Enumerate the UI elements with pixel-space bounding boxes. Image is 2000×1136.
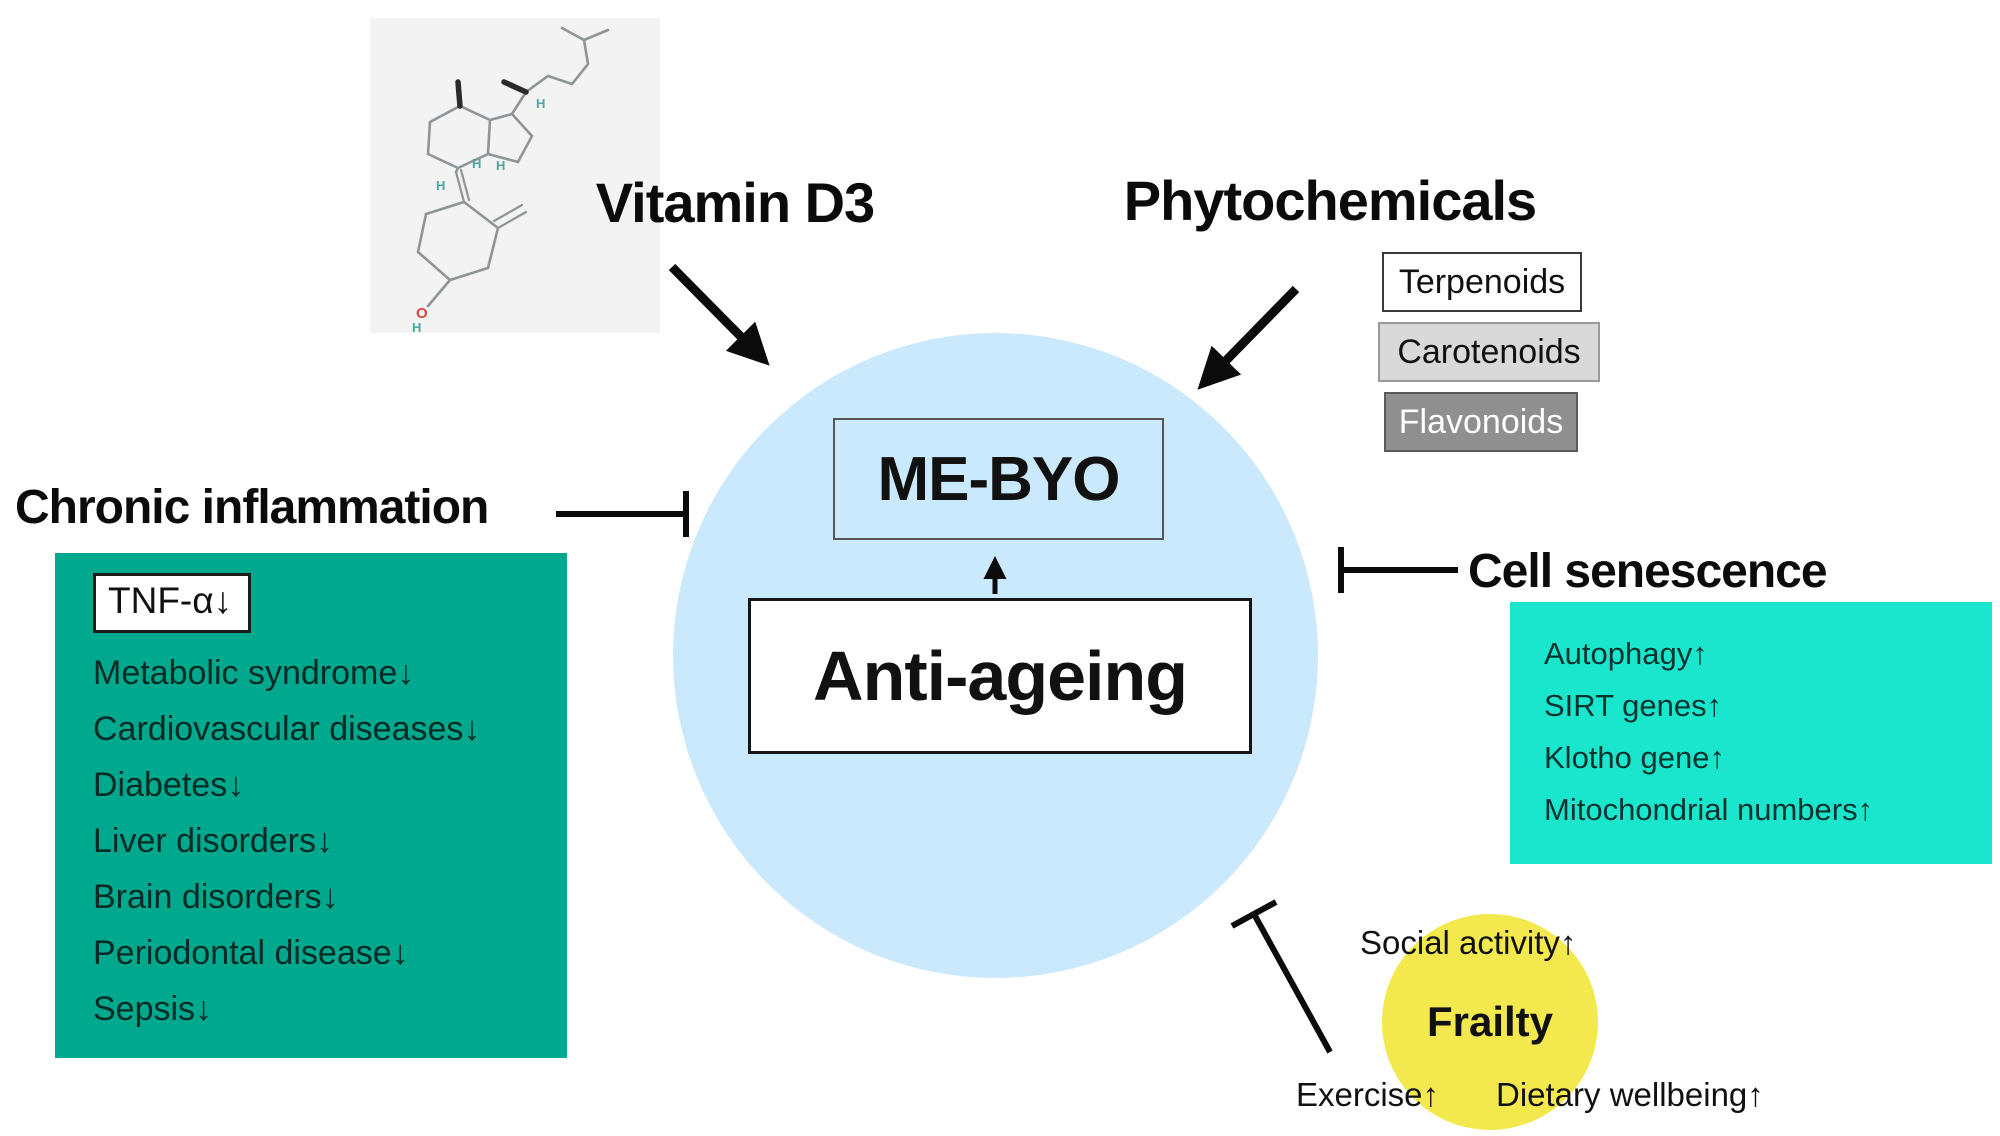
tnf-alpha-box: TNF-α↓ [93, 573, 252, 633]
methyl-wedge-2 [501, 79, 529, 95]
senescence-item: Mitochondrial numbers↑ [1544, 792, 1874, 827]
senescence-item: SIRT genes↑ [1544, 688, 1723, 723]
phytochemicals-title: Phytochemicals [1123, 169, 1537, 232]
ring-d [486, 112, 534, 164]
inflammation-item: Cardiovascular diseases↓ [93, 710, 481, 748]
diene-bond-1 [454, 168, 471, 204]
inflammation-item: Sepsis↓ [93, 990, 213, 1028]
vitamin-d3-structure: O H H H H H [412, 26, 610, 335]
methyl-wedge-1 [455, 79, 463, 109]
frailty-circle: Frailty [1382, 914, 1598, 1130]
phytochemicals-arrow-icon [1197, 285, 1300, 390]
mebyo-box: ME-BYO [833, 418, 1164, 540]
senescence-item: Autophagy↑ [1544, 636, 1708, 671]
inflammation-item: Periodontal disease↓ [93, 934, 409, 972]
vitamin-d3-structure-panel: O H H H H H [370, 18, 660, 335]
vitamin-d3-title: Vitamin D3 [595, 171, 875, 234]
inflammation-item: Brain disorders↓ [93, 878, 339, 916]
hydrogen-label: H [472, 156, 481, 171]
hydrogen-label: H [496, 158, 505, 173]
inflammation-inhibition-bar-icon [556, 491, 689, 537]
hydrogen-label: H [412, 320, 421, 333]
exercise-label: Exercise↑ [1296, 1076, 1440, 1113]
inflammation-effects-panel: TNF-α↓ Metabolic syndrome↓ Cardiovascula… [55, 553, 567, 1058]
side-chain [510, 38, 590, 116]
senescence-item: Klotho gene↑ [1544, 740, 1725, 775]
ring-a [416, 200, 500, 282]
chronic-inflammation-title: Chronic inflammation [15, 481, 489, 534]
frailty-title: Frailty [1426, 998, 1554, 1045]
methylene-bond [492, 203, 528, 230]
social-activity-label: Social activity↑ [1360, 924, 1577, 961]
flavonoids-box: Flavonoids [1384, 392, 1578, 452]
terpenoids-box: Terpenoids [1382, 252, 1582, 312]
carotenoids-box: Carotenoids [1378, 322, 1600, 382]
senescence-inhibition-bar-icon [1338, 547, 1458, 593]
anti-ageing-box: Anti-ageing [748, 598, 1252, 754]
cell-senescence-title: Cell senescence [1468, 545, 1828, 598]
oxygen-label: O [416, 305, 428, 322]
dietary-wellbeing-label: Dietary wellbeing↑ [1496, 1076, 1764, 1113]
frailty-inhibition-bar-icon [1230, 899, 1333, 1054]
hydrogen-label: H [536, 96, 545, 111]
oh-bond [426, 278, 452, 308]
inflammation-item: Metabolic syndrome↓ [93, 654, 415, 692]
senescence-effects-panel: Autophagy↑ SIRT genes↑ Klotho gene↑ Mito… [1510, 602, 1992, 864]
inflammation-item: Diabetes↓ [93, 766, 245, 804]
hydrogen-label: H [436, 178, 445, 193]
isopropyl-end [560, 26, 610, 42]
vitamin-arrow-icon [668, 263, 770, 366]
inflammation-item: Liver disorders↓ [93, 822, 333, 860]
